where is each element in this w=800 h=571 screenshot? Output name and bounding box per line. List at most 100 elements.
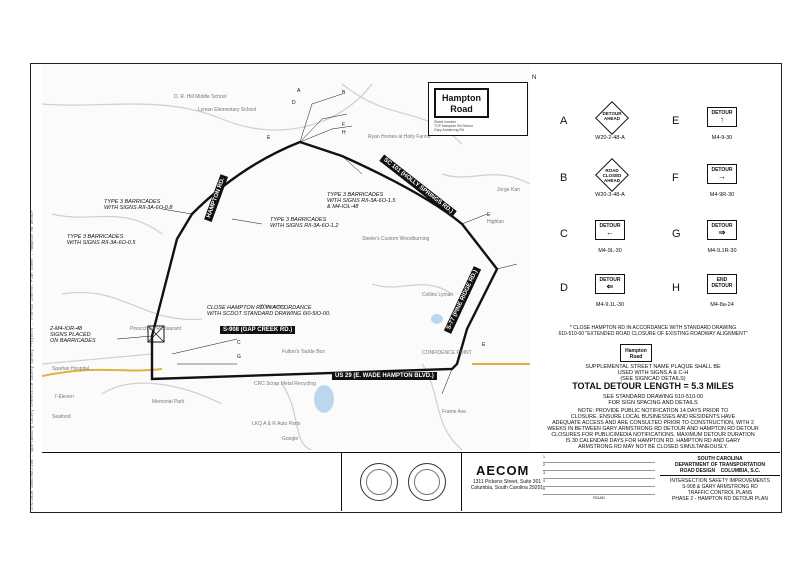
place-label: D. R. Hill Middle School <box>174 94 227 100</box>
sign-code: M4-9R-30 <box>709 192 735 198</box>
revision-row: 2 <box>543 463 655 471</box>
rect-sign-text: DETOUR <box>711 110 733 116</box>
place-label: Frame Ave <box>442 409 467 415</box>
sign-code: W20-3-48-A <box>595 192 625 198</box>
legend-letter: A <box>560 115 568 127</box>
sign-code: M4-9-30 <box>711 135 733 141</box>
dept-block: SOUTH CAROLINA DEPARTMENT OF TRANSPORTAT… <box>660 455 780 502</box>
place-label: Collins Lyman <box>422 292 454 298</box>
barricade-note: TYPE 3 BARRICADES WITH SIGNS RII-3A-6O-0… <box>104 199 173 211</box>
barricade-note: TYPE 3 BARRICADES WITH SIGNS RII-3A-6O-0… <box>67 234 136 246</box>
place-label: Ryan Homes at Holly Farms <box>368 134 431 140</box>
aecom-logo: AECOM <box>476 463 530 478</box>
revision-row: 1 <box>543 455 655 463</box>
rect-sign-text: DETOUR <box>711 167 733 173</box>
legend-letter: C <box>560 228 568 240</box>
diamond-sign: ROAD CLOSED AHEAD <box>595 158 629 192</box>
rect-sign: DETOUR→ <box>707 164 737 184</box>
place-label: Memorial Park <box>152 399 185 405</box>
place-label: 7-Eleven <box>54 394 74 400</box>
sign-code: M4-9L-30 <box>598 248 622 254</box>
place-label: Whispering <box>260 304 286 310</box>
diamond-sign-text: DETOUR AHEAD <box>602 111 622 121</box>
sign-code: M4-9.1R-30 <box>707 248 737 254</box>
closure-marker <box>147 325 165 343</box>
legend-letter: F <box>672 172 679 184</box>
place-label: CONFIDENCE POINT <box>422 350 472 356</box>
plaque-line2: Road <box>629 354 643 360</box>
plaque-note: SUPPLEMENTAL STREET NAME PLAQUE SHALL BE… <box>585 364 721 382</box>
road-name-plate: Hampton Road <box>434 88 489 118</box>
rect-sign-text: END DETOUR <box>711 277 733 289</box>
north-arrow-label: N <box>532 75 537 81</box>
sign-letter: F <box>342 122 346 128</box>
revision-row: 4 <box>543 479 655 487</box>
road-name-line2: Road <box>450 104 473 114</box>
rect-sign: DETOUR⇒ <box>707 220 737 240</box>
sign-code: M4-8a-24 <box>710 302 734 308</box>
sign-code: M4-9.1L-30 <box>595 302 625 308</box>
revision-grid: 1 2 3 4 5 ROAD <box>543 455 655 509</box>
road-tag-s908: S-908 (GAP CREEK RD.) <box>220 326 296 334</box>
project-title: INTERSECTION SAFETY IMPROVEMENTS S-908 &… <box>670 478 770 502</box>
place-label: Steele's Custom Woodburning <box>362 236 430 242</box>
road-field: ROAD <box>593 495 605 500</box>
sign-letter: H <box>342 130 346 136</box>
water-bodies <box>314 314 443 413</box>
dept-name: SOUTH CAROLINA DEPARTMENT OF TRANSPORTAT… <box>660 455 780 476</box>
close-road-note: CLOSE HAMPTON RD.IN ACCORDANCE WITH SCDO… <box>207 305 331 317</box>
sign-letter: A <box>297 88 301 94</box>
place-label: Seafood <box>52 414 71 420</box>
rect-sign: DETOUR⇐ <box>595 274 625 294</box>
tb-seals <box>342 453 462 511</box>
sign-letter: G <box>237 354 241 360</box>
highway-streets <box>42 363 530 377</box>
place-label: Fulton's Tackle Box <box>282 349 325 355</box>
standard-drawing-note: SEE STANDARD DRAWING 610-510-00 FOR SIGN… <box>603 394 703 406</box>
firm-address: 1311 Pickens Street, Suite 301 Columbia,… <box>470 479 544 491</box>
plaque-line1: Hampton <box>625 348 647 354</box>
rect-sign: DETOUR← <box>595 220 625 240</box>
rect-sign: DETOUR↑ <box>707 107 737 127</box>
arrow-icon: ⇐ <box>606 282 614 291</box>
road-tag-us29: US 29 (E. WADE HAMPTON BLVD.) <box>332 372 437 380</box>
barricade-note: TYPE 3 BARRICADES WITH SIGNS RII-3A-6O-1… <box>270 217 339 229</box>
total-detour-length: TOTAL DETOUR LENGTH = 5.3 MILES <box>572 381 734 391</box>
sign-letter: B <box>342 90 346 96</box>
legend-letter: E <box>672 115 680 127</box>
leader-lines <box>116 93 518 395</box>
legend-letter: D <box>560 282 568 294</box>
rect-sign: END DETOUR <box>707 274 737 294</box>
place-label: LKQ A & R Auto Parts <box>252 421 301 427</box>
street-name-plaque: Hampton Road <box>620 344 652 362</box>
sign-letter: C <box>237 340 241 346</box>
diamond-sign-text: ROAD CLOSED AHEAD <box>602 168 622 183</box>
rect-sign-text: DETOUR <box>599 223 621 229</box>
arrow-icon: ← <box>606 228 614 237</box>
side-strip-text: 2/5/2026 CONSTRUCTION - Spartanburg Coun… <box>31 209 35 510</box>
barricade-note: TYPE 3 BARRICADES WITH SIGNS RII-3A-6O-1… <box>327 192 396 210</box>
sign-letter: D <box>292 100 296 106</box>
detour-route <box>150 140 499 381</box>
engineer-seal <box>360 463 398 501</box>
title-block <box>42 452 780 511</box>
legend-letter: G <box>672 228 681 240</box>
place-label: Lyman Elementary School <box>198 107 257 113</box>
background-streets <box>42 83 530 450</box>
tb-blank <box>42 453 342 511</box>
arrow-icon: ↑ <box>720 115 724 124</box>
rect-sign-text: DETOUR <box>599 277 621 283</box>
place-label: Google <box>282 436 299 442</box>
place-label: Jorge Kan <box>497 187 520 193</box>
place-label: Pinocchio's Restaurant <box>130 326 181 332</box>
arrow-icon: → <box>718 172 726 181</box>
signs-placed-note: 2-M4-IOR-48 SIGNS PLACED ON BARRICADES <box>50 326 96 344</box>
main-note: NOTE: PROVIDE PUBLIC NOTIFICATION 14 DAY… <box>547 408 759 450</box>
legend-letter: B <box>560 172 568 184</box>
place-label: Highlan <box>487 219 504 225</box>
sign-letter: E <box>267 135 271 141</box>
arrow-icon: ⇒ <box>718 228 726 237</box>
road-name-subtext: Sheet number TCP Hampton Rd Detour Gary … <box>434 120 474 132</box>
place-label: CRC Scrap Metal Recycling <box>254 381 316 387</box>
rect-sign-text: DETOUR <box>711 223 733 229</box>
